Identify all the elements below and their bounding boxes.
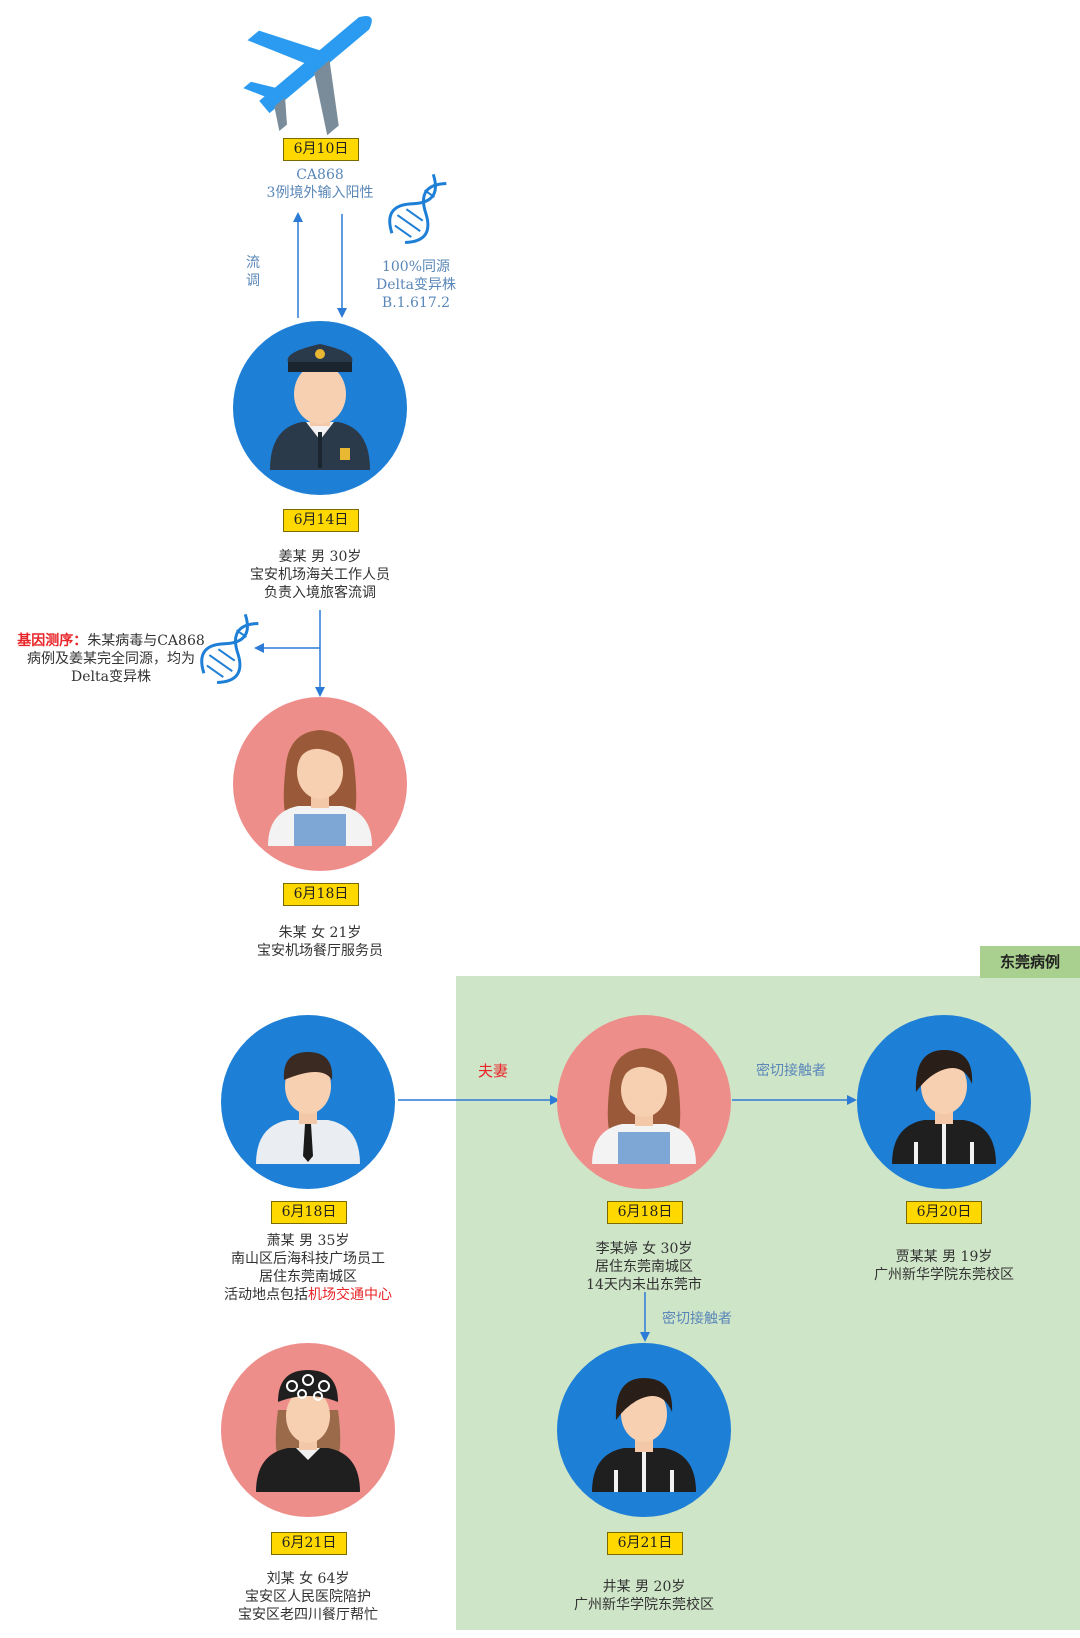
- sequencing-note: 基因测序：朱某病毒与CA868 病例及姜某完全同源，均为 Delta变异株: [17, 633, 205, 685]
- woman-avatar-icon: [233, 697, 407, 871]
- date-badge-flight: 6月10日: [283, 138, 359, 161]
- date-badge-li: 6月18日: [607, 1201, 683, 1224]
- relation-close-contact-label: 密切接触者: [756, 1063, 826, 1079]
- genome-label: 100%同源 Delta变异株 B.1.617.2: [376, 259, 456, 311]
- dna-icon: [388, 173, 447, 244]
- relation-couple-label: 夫妻: [478, 1062, 509, 1080]
- case-jiang-info: 姜某 男 30岁 宝安机场海关工作人员 负责入境旅客流调: [250, 549, 390, 601]
- date-badge-jiang: 6月14日: [283, 509, 359, 532]
- date-badge-xiao: 6月18日: [271, 1201, 347, 1224]
- young-man-avatar-icon: [557, 1343, 731, 1517]
- dongguan-region-label: 东莞病例: [980, 946, 1080, 978]
- date-badge-jia: 6月20日: [906, 1201, 982, 1224]
- older-woman-avatar-icon: [221, 1343, 395, 1517]
- case-jia-info: 贾某某 男 19岁 广州新华学院东莞校区: [874, 1249, 1014, 1283]
- trace-label: 流 调: [246, 255, 260, 289]
- flight-info: CA868 3例境外输入阳性: [266, 167, 374, 201]
- case-liu-info: 刘某 女 64岁 宝安区人民医院陪护 宝安区老四川餐厅帮忙: [238, 1571, 378, 1623]
- woman-avatar-icon: [557, 1015, 731, 1189]
- man-avatar-icon: [221, 1015, 395, 1189]
- dna-icon: [200, 613, 259, 684]
- case-jing-info: 井某 男 20岁 广州新华学院东莞校区: [574, 1579, 714, 1613]
- case-li-info: 李某婷 女 30岁 居住东莞南城区 14天内未出东莞市: [586, 1241, 702, 1293]
- date-badge-jing: 6月21日: [607, 1532, 683, 1555]
- young-man-avatar-icon: [857, 1015, 1031, 1189]
- date-badge-liu: 6月21日: [271, 1532, 347, 1555]
- case-zhu-info: 朱某 女 21岁 宝安机场餐厅服务员: [257, 925, 383, 959]
- police-avatar-icon: [233, 321, 407, 495]
- relation-close-contact-label: 密切接触者: [662, 1311, 732, 1327]
- airplane-icon: [243, 16, 372, 136]
- case-xiao-info: 萧某 男 35岁 南山区后海科技广场员工 居住东莞南城区 活动地点包括机场交通中…: [224, 1233, 392, 1303]
- date-badge-zhu: 6月18日: [283, 883, 359, 906]
